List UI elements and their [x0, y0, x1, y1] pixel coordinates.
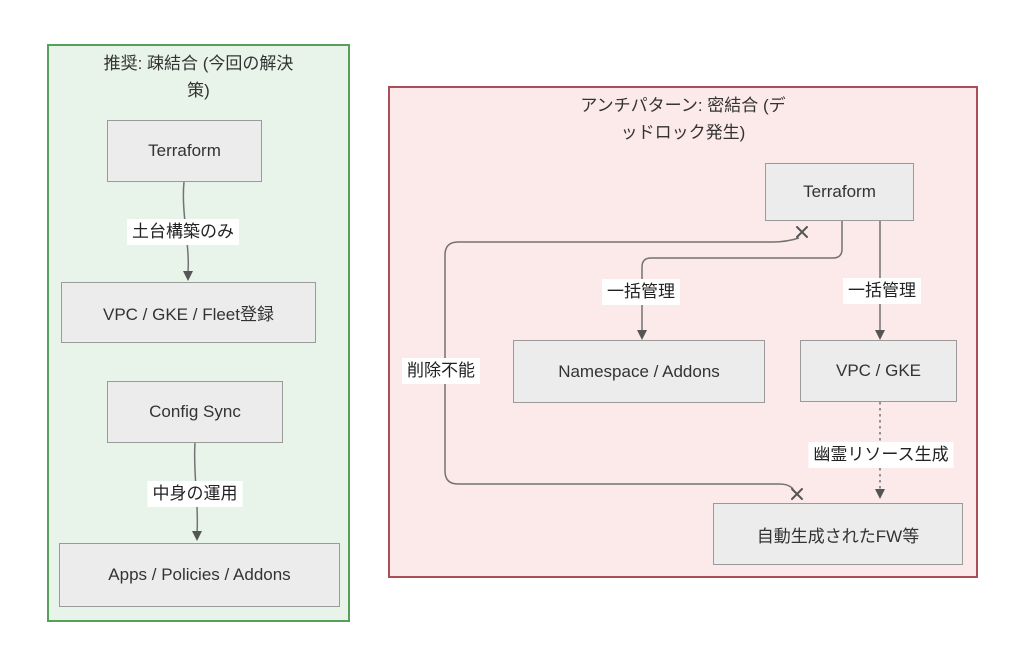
edge-label-cannot-delete: 削除不能 [402, 358, 480, 384]
edge-label-operation: 中身の運用 [147, 481, 243, 507]
edge-label-bulk-manage-left: 一括管理 [602, 279, 680, 305]
node-terraform-right: Terraform [765, 163, 914, 221]
node-namespace-addons: Namespace / Addons [513, 340, 765, 403]
recommended-panel-title: 推奨: 疎結合 (今回の解決 策) [49, 50, 348, 104]
node-apps-policies-addons: Apps / Policies / Addons [59, 543, 340, 607]
node-vpc-gke-fleet: VPC / GKE / Fleet登録 [61, 282, 316, 343]
node-terraform-left: Terraform [107, 120, 262, 182]
antipattern-panel-title: アンチパターン: 密結合 (デ ッドロック発生) [390, 92, 976, 146]
edge-label-foundation: 土台構築のみ [127, 219, 239, 245]
recommended-title-line2: 策) [187, 81, 210, 100]
node-config-sync: Config Sync [107, 381, 283, 443]
recommended-title-line1: 推奨: 疎結合 (今回の解決 [103, 54, 294, 73]
edge-label-bulk-manage-right: 一括管理 [843, 278, 921, 304]
edge-label-ghost-resource: 幽霊リソース生成 [808, 442, 954, 468]
node-auto-generated-fw: 自動生成されたFW等 [713, 503, 963, 565]
antipattern-title-line1: アンチパターン: 密結合 (デ [580, 96, 786, 115]
node-vpc-gke: VPC / GKE [800, 340, 957, 402]
antipattern-title-line2: ッドロック発生) [620, 123, 746, 142]
